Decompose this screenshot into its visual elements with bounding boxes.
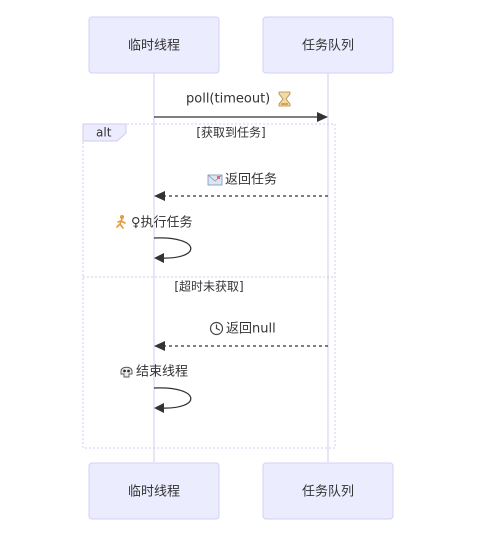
alt-condition-1: [获取到任务] [196, 125, 265, 140]
skull-icon [120, 366, 133, 378]
participant-top-task-queue[interactable]: 任务队列 [262, 16, 394, 74]
participant-bottom-task-queue[interactable]: 任务队列 [262, 462, 394, 520]
alt-keyword: alt [96, 126, 112, 140]
message-label: poll(timeout) [186, 92, 270, 107]
hourglass-icon [278, 91, 291, 107]
message-label: ♀执行任务 [131, 215, 193, 231]
participant-label: 任务队列 [302, 484, 354, 500]
participant-bottom-temp-thread[interactable]: 临时线程 [88, 462, 220, 520]
alt-condition-2: [超时未获取] [174, 279, 243, 294]
message-execute-task: ♀执行任务 [116, 215, 193, 263]
alt-frame: alt [获取到任务] [超时未获取] [82, 123, 336, 449]
clock-icon [209, 321, 224, 336]
participant-label: 临时线程 [128, 485, 180, 500]
message-poll: poll(timeout) [154, 91, 328, 122]
message-return-null: 返回null [154, 321, 328, 351]
message-return-task: 返回任务 [154, 172, 328, 201]
participant-label: 任务队列 [302, 38, 354, 54]
runner-icon [116, 215, 126, 229]
message-label: 结束线程 [136, 365, 188, 380]
envelope-icon [207, 174, 223, 186]
message-end-thread: 结束线程 [120, 365, 192, 413]
message-label: 返回任务 [225, 172, 277, 188]
participant-label: 临时线程 [128, 39, 180, 54]
message-label: 返回null [226, 322, 276, 337]
participant-top-temp-thread[interactable]: 临时线程 [88, 16, 220, 74]
